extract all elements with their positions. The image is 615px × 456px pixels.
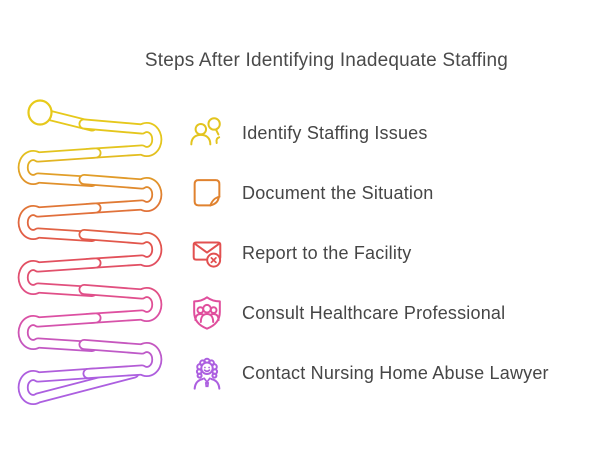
step-row-lawyer: Contact Nursing Home Abuse Lawyer bbox=[188, 343, 549, 403]
coil-open-end bbox=[27, 99, 53, 126]
step-row-document: Document the Situation bbox=[188, 163, 549, 223]
document-note-icon bbox=[188, 174, 226, 212]
email-report-icon bbox=[188, 234, 226, 272]
healthcare-team-shield-icon bbox=[188, 294, 226, 332]
lawyer-icon bbox=[188, 354, 226, 392]
coil-turns bbox=[17, 99, 163, 405]
step-row-consult: Consult Healthcare Professional bbox=[188, 283, 549, 343]
step-label: Report to the Facility bbox=[242, 242, 412, 263]
page-title: Steps After Identifying Inadequate Staff… bbox=[144, 50, 509, 71]
step-label: Contact Nursing Home Abuse Lawyer bbox=[242, 362, 549, 383]
person-search-icon bbox=[188, 114, 226, 152]
step-row-identify: Identify Staffing Issues bbox=[188, 103, 549, 163]
step-label: Document the Situation bbox=[242, 182, 434, 203]
step-row-report: Report to the Facility bbox=[188, 223, 549, 283]
step-label: Identify Staffing Issues bbox=[242, 122, 428, 143]
steps-list: Identify Staffing Issues Document the Si… bbox=[188, 103, 549, 403]
step-label: Consult Healthcare Professional bbox=[242, 302, 506, 323]
